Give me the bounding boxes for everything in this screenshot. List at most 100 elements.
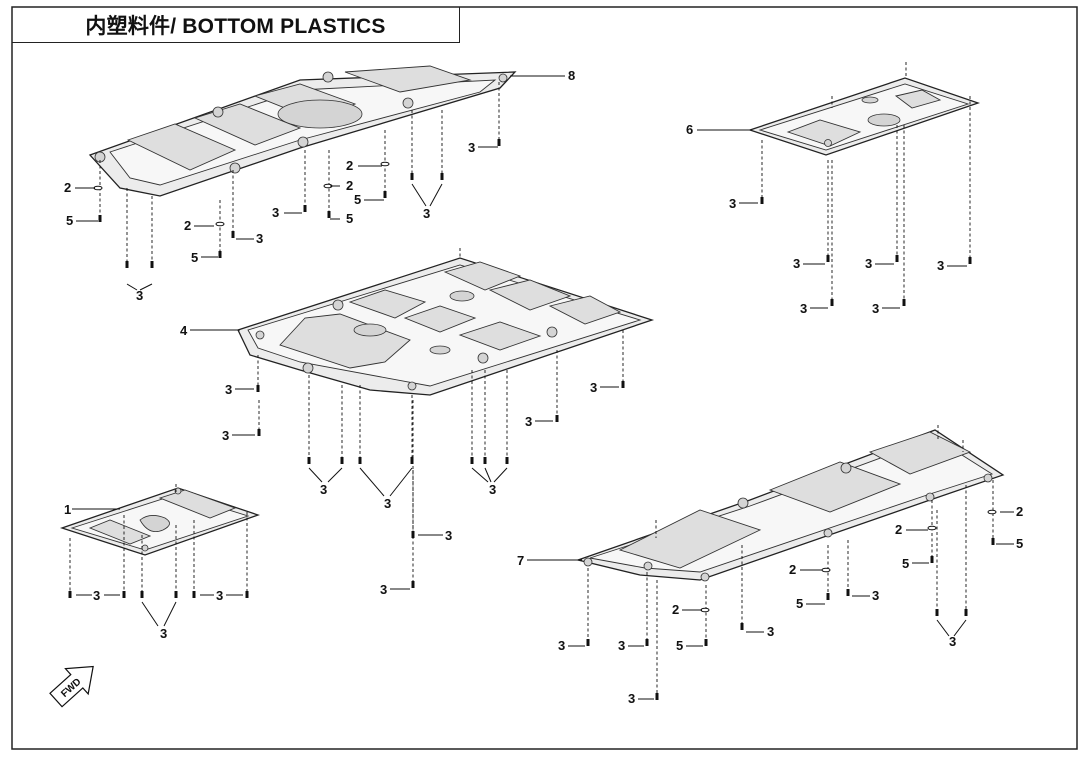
part-number-label: 3: [380, 582, 387, 597]
leader-line: [327, 467, 343, 483]
part-number-label: 1: [64, 502, 71, 517]
washer-icon: [380, 161, 390, 167]
part-number-label: 3: [590, 380, 597, 395]
bolt-icon: [410, 457, 414, 464]
leader-line: [139, 283, 153, 291]
bolt-icon: [192, 591, 196, 598]
part-number-label: 3: [160, 626, 167, 641]
skid-plate-7: [575, 429, 1005, 582]
leader-line: [936, 619, 950, 637]
bolt-icon: [826, 255, 830, 262]
bolt-icon: [830, 299, 834, 306]
bolt-icon: [586, 639, 590, 646]
washer-icon: [215, 221, 225, 227]
washer-icon: [987, 509, 997, 515]
bolt-icon: [340, 457, 344, 464]
part-number-label: 5: [1016, 536, 1023, 551]
bolt-icon: [140, 591, 144, 598]
leader-line: [389, 467, 413, 497]
bolt-icon: [760, 197, 764, 204]
part-number-label: 3: [222, 428, 229, 443]
fastener-lines: [68, 62, 997, 700]
part-number-label: 3: [423, 206, 430, 221]
bolt-icon: [470, 457, 474, 464]
part-number-label: 3: [937, 258, 944, 273]
part-number-label: 3: [872, 588, 879, 603]
part-number-label: 3: [256, 231, 263, 246]
part-number-label: 3: [949, 634, 956, 649]
bolt-icon: [307, 457, 311, 464]
part-number-label: 5: [346, 211, 353, 226]
bolt-icon: [826, 593, 830, 600]
bolt-icon: [846, 589, 850, 596]
bolt-icon: [257, 429, 261, 436]
washer-icon: [927, 525, 937, 531]
bolt-icon: [98, 215, 102, 222]
part-number-label: 8: [568, 68, 575, 83]
part-number-label: 3: [384, 496, 391, 511]
part-number-label: 2: [1016, 504, 1023, 519]
part-number-label: 3: [272, 205, 279, 220]
part-number-label: 2: [672, 602, 679, 617]
skid-plate-4: [237, 257, 655, 396]
washer-icon: [700, 607, 710, 613]
bolt-icon: [964, 609, 968, 616]
part-number-label: 5: [796, 596, 803, 611]
leader-line: [471, 467, 489, 483]
leader-line: [493, 467, 508, 483]
part-number-label: 2: [64, 180, 71, 195]
diagram-title: 内塑料件/ BOTTOM PLASTICS: [12, 7, 460, 43]
bolt-icon: [704, 639, 708, 646]
part-number-label: 6: [686, 122, 693, 137]
bolt-icon: [410, 173, 414, 180]
part-number-label: 5: [66, 213, 73, 228]
leader-line: [484, 467, 492, 483]
part-number-label: 3: [525, 414, 532, 429]
part-number-label: 2: [346, 178, 353, 193]
skid-plate-6: [747, 77, 981, 156]
part-number-label: 5: [354, 192, 361, 207]
bolt-icon: [327, 211, 331, 218]
skid-plate-8: [88, 65, 517, 197]
bolt-icon: [935, 609, 939, 616]
part-number-label: 3: [800, 301, 807, 316]
bolt-icon: [256, 385, 260, 392]
leader-line: [141, 601, 159, 627]
bolt-icon: [231, 231, 235, 238]
part-number-label: 3: [618, 638, 625, 653]
bolt-icon: [968, 257, 972, 264]
part-number-label: 3: [865, 256, 872, 271]
bolt-icon: [383, 191, 387, 198]
part-number-label: 2: [895, 522, 902, 537]
diagram-border: [11, 6, 1078, 750]
leader-line: [308, 467, 323, 483]
bolt-icon: [645, 639, 649, 646]
part-number-label: 3: [793, 256, 800, 271]
part-number-label: 3: [445, 528, 452, 543]
bolt-icon: [411, 531, 415, 538]
part-number-label: 3: [489, 482, 496, 497]
washer-icon: [821, 567, 831, 573]
bolt-icon: [125, 261, 129, 268]
skid-plate-1: [59, 487, 260, 556]
bolt-icon: [174, 591, 178, 598]
part-number-label: 4: [180, 323, 188, 338]
leader-line: [359, 467, 385, 497]
part-number-label: 3: [225, 382, 232, 397]
part-number-label: 3: [767, 624, 774, 639]
part-number-label: 3: [872, 301, 879, 316]
part-number-label: 3: [136, 288, 143, 303]
part-number-label: 2: [789, 562, 796, 577]
bolt-icon: [440, 173, 444, 180]
part-number-label: 3: [93, 588, 100, 603]
bolt-icon: [411, 581, 415, 588]
bolt-icon: [655, 693, 659, 700]
leader-line: [953, 619, 967, 637]
fwd-arrow: FWD: [49, 665, 94, 708]
bolt-icon: [122, 591, 126, 598]
bolt-icon: [555, 415, 559, 422]
part-number-label: 5: [191, 250, 198, 265]
washer-icon: [93, 185, 103, 191]
